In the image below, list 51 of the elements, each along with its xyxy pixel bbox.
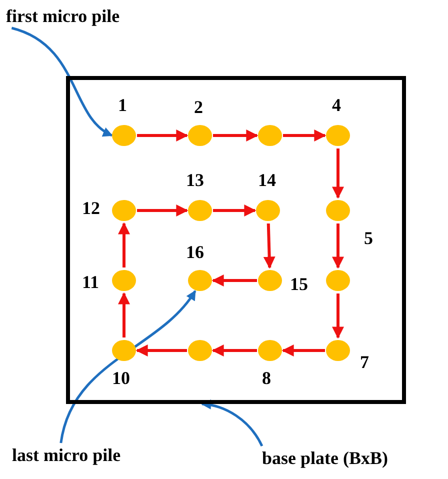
micro-pile-dot [326, 270, 350, 291]
arrow [212, 344, 257, 356]
micro-pile-dot [112, 270, 136, 291]
arrow [137, 204, 188, 216]
pile-number: 1 [118, 95, 127, 115]
pile-number: 7 [360, 352, 369, 372]
arrow [212, 274, 257, 286]
leader-line [201, 400, 264, 447]
pile-number: 11 [82, 272, 100, 292]
arrow [136, 344, 187, 356]
arrow [332, 224, 344, 269]
pile-number: 15 [290, 274, 308, 294]
arrow [118, 222, 130, 268]
micro-pile-dot [188, 340, 212, 361]
arrow [137, 130, 188, 142]
arrow [283, 130, 326, 142]
micro-pile-dot [258, 270, 282, 291]
pile-number: 2 [194, 97, 203, 117]
pile-number: 4 [332, 95, 341, 115]
arrow [213, 204, 256, 216]
arrow [213, 130, 258, 142]
arrow [282, 344, 325, 356]
micro-pile-dot [256, 200, 280, 221]
micro-pile-dot [112, 200, 136, 221]
micro-pile-dot [258, 340, 282, 361]
pile-number: 8 [262, 368, 271, 388]
leader-label: first micro pile [6, 6, 120, 26]
micro-pile-dot [326, 200, 350, 221]
micro-pile-dot [326, 340, 350, 361]
leader-line [60, 290, 196, 444]
arrow [332, 294, 344, 339]
micro-pile-dot [112, 125, 136, 146]
arrow [118, 292, 130, 338]
pile-number: 14 [258, 170, 276, 190]
micro-pile-dot [188, 270, 212, 291]
leader-label: last micro pile [12, 445, 121, 465]
micro-pile-dot [258, 125, 282, 146]
pile-number: 5 [364, 228, 373, 248]
arrow [332, 148, 344, 199]
pile-number: 12 [82, 198, 100, 218]
arrow [263, 223, 276, 269]
leader-line [11, 26, 113, 137]
micro-pile-dot [188, 125, 212, 146]
leader-label: base plate (BxB) [262, 448, 388, 468]
pile-number: 13 [186, 170, 204, 190]
micro-pile-dot [188, 200, 212, 221]
pile-number: 16 [186, 242, 204, 262]
micro-pile-dot [326, 125, 350, 146]
micro-pile-dot [112, 340, 136, 361]
base-plate [66, 76, 406, 404]
pile-number: 10 [112, 368, 130, 388]
